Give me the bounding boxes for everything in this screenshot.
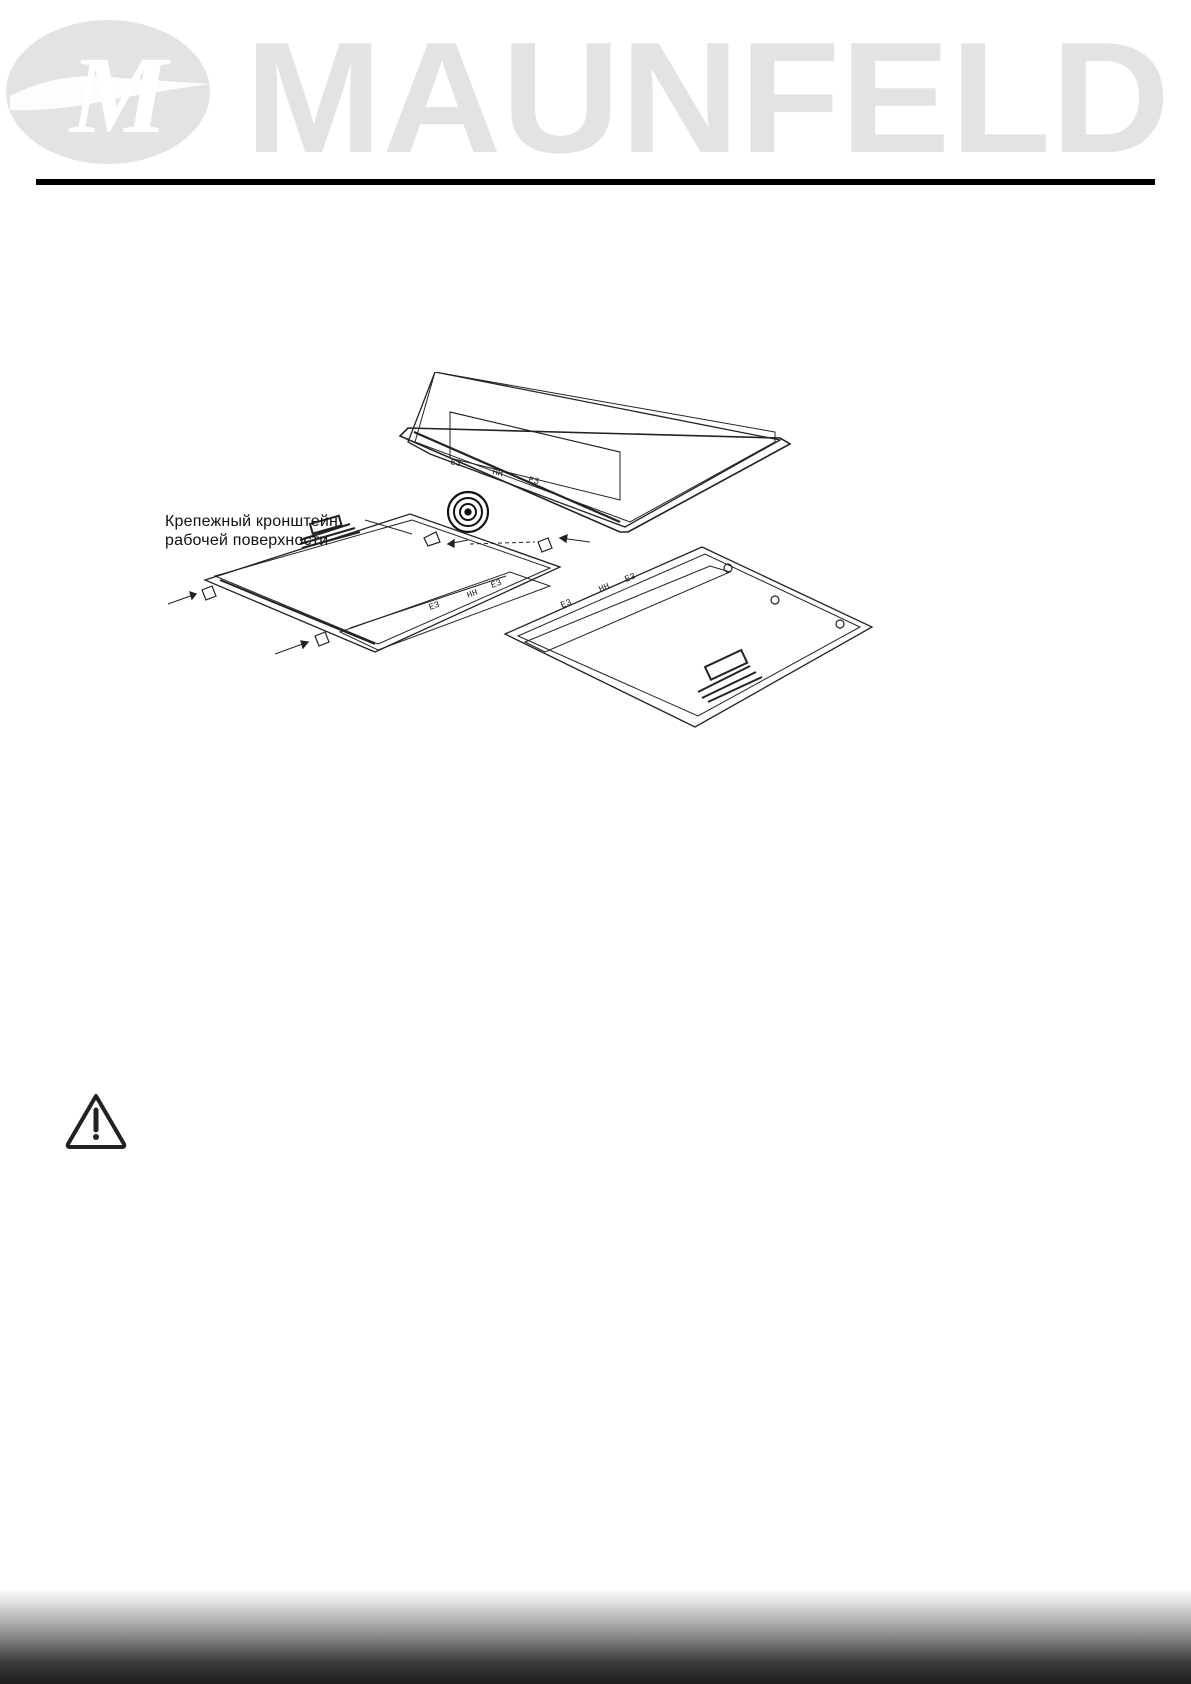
svg-text:HH: HH: [466, 588, 480, 601]
bracket-small-1: [423, 531, 441, 547]
bracket-right: [537, 537, 553, 553]
bracket-left: [201, 585, 217, 601]
maunfeld-logo: M MAUNFELD: [6, 10, 1170, 175]
logo-monogram: M: [68, 34, 171, 156]
foam-tape-roll-icon: [446, 490, 490, 534]
side-marking-3: E3: [527, 475, 540, 487]
logo-emblem-swoosh: [10, 76, 210, 111]
bracket-bottom: [314, 631, 330, 647]
hob-top-view: E3 HH E3: [398, 372, 792, 533]
hob-bracket-view: E3 HH E3: [203, 513, 562, 653]
svg-text:HH: HH: [597, 581, 611, 594]
header-rule: [36, 179, 1155, 185]
svg-text:E3: E3: [559, 597, 573, 610]
hob-bottom-view: E3 HH E3: [503, 546, 874, 728]
side-marking-2: HH: [491, 467, 504, 479]
installation-diagram: E3 HH E3 E3 HH E3: [167, 372, 874, 728]
bracket-label-line1: Крепежный кронштейн: [165, 513, 339, 530]
svg-text:E3: E3: [623, 571, 637, 584]
bracket-label-line2: рабочей поверхности: [165, 532, 329, 549]
warning-triangle-icon: [65, 1094, 127, 1149]
bracket-label: Крепежный кронштейн рабочей поверхности: [165, 512, 338, 550]
side-marking-1: E3: [449, 457, 462, 469]
logo-wordmark: MAUNFELD: [245, 10, 1170, 175]
svg-text:E3: E3: [428, 600, 442, 613]
svg-text:E3: E3: [490, 578, 504, 591]
footer-gradient-band: [0, 1588, 1191, 1684]
